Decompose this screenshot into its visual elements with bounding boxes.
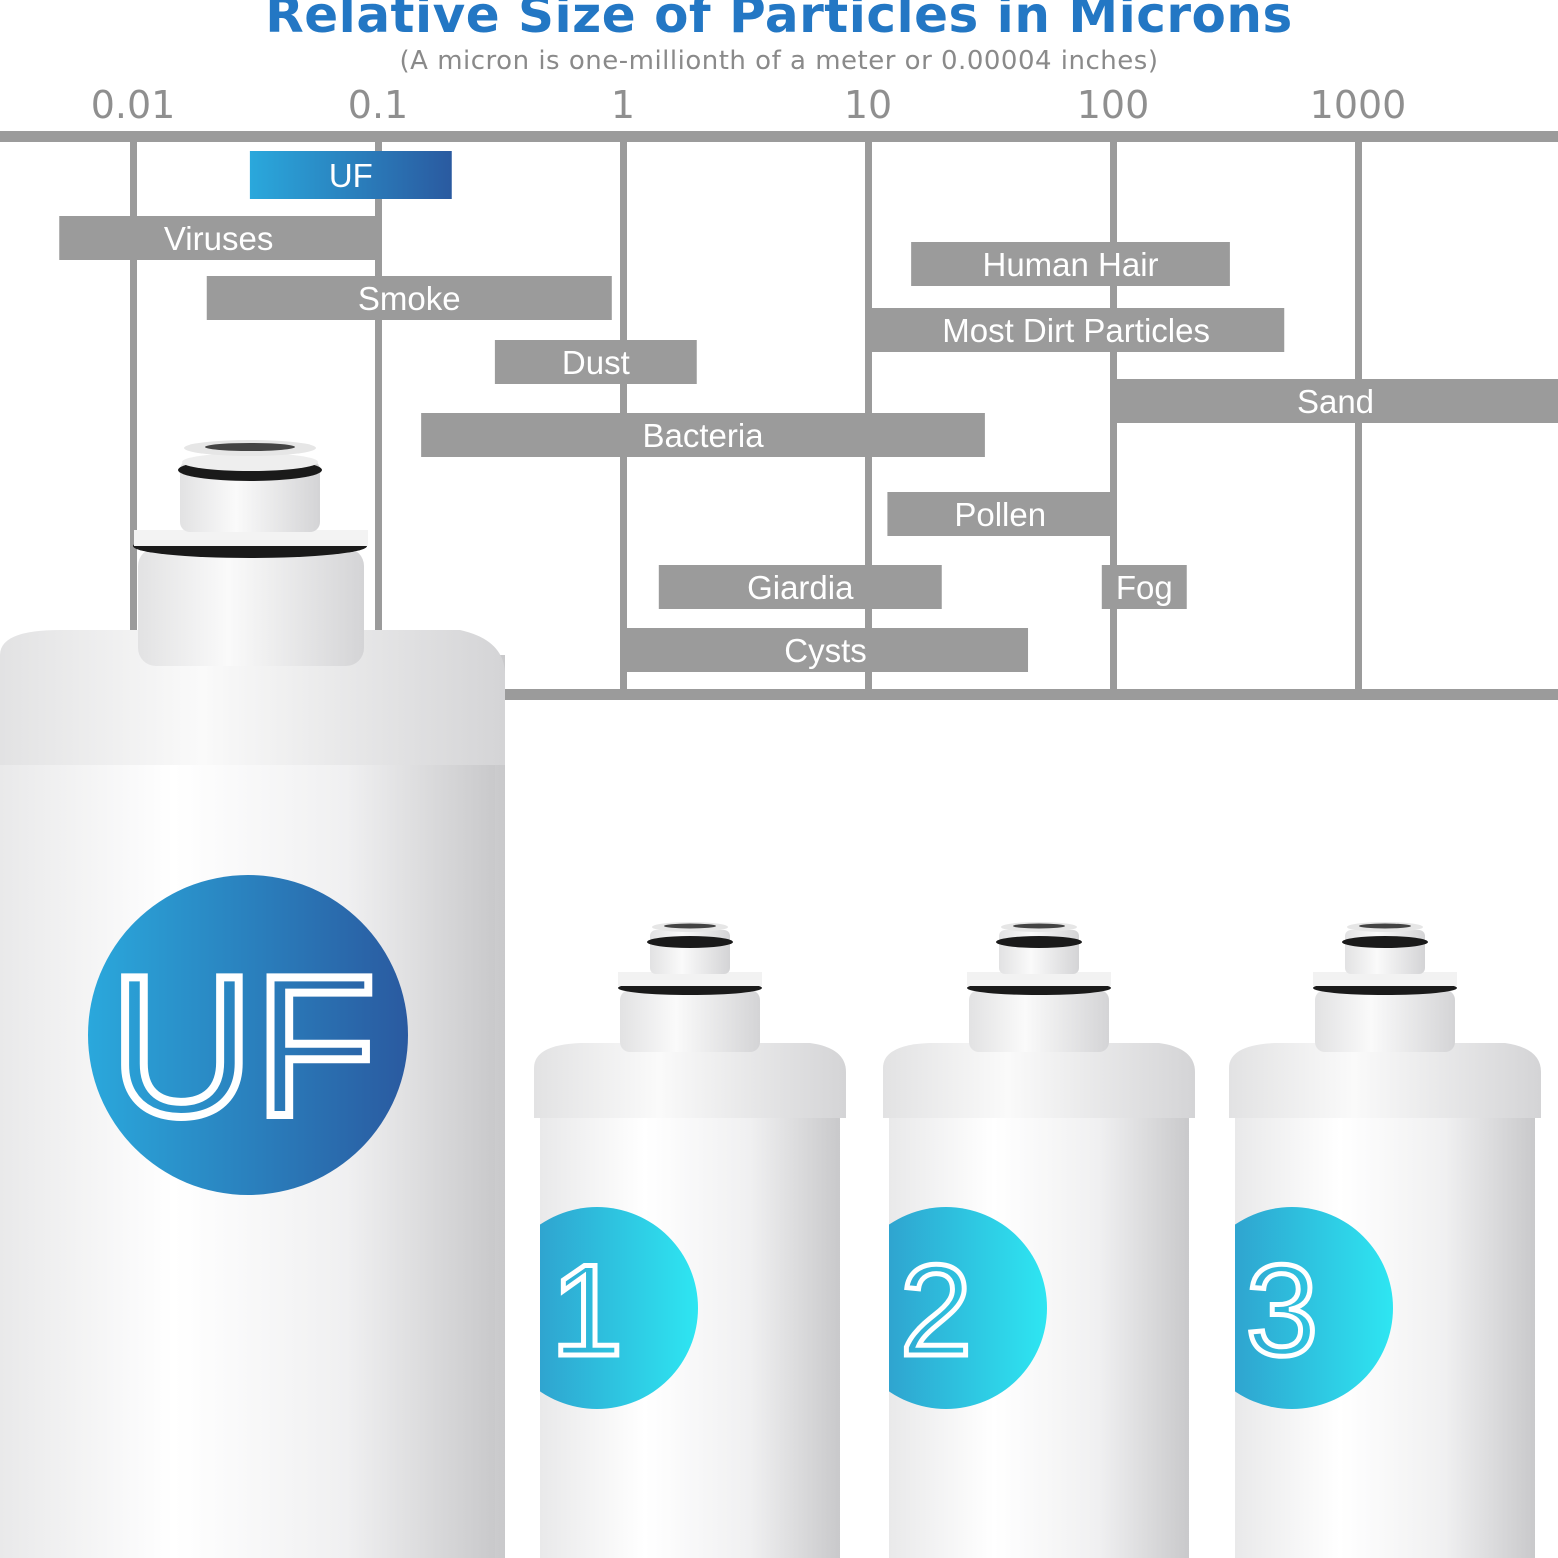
grid-line-1 [375,140,382,692]
bar-sand [1113,379,1558,423]
bar-label-cysts: Cysts [784,632,867,669]
bar-label-giardia: Giardia [747,569,854,606]
grid-line-0 [130,140,137,692]
bar-human-hair [911,242,1230,286]
bar-most-dirt-particles [868,308,1285,352]
bar-label-uf: UF [329,157,373,194]
stage-badge-3 [1235,1207,1393,1409]
stage-cartridge-2: 2 [883,922,1195,1558]
bar-label-human-hair: Human Hair [982,246,1158,283]
bar-pollen [887,492,1113,536]
stage-badge-label-1: 1 [551,1237,623,1383]
tick-label-2: 1 [611,83,635,127]
stage-badge-label-2: 2 [900,1237,972,1383]
stage-badge-label-3: 3 [1246,1237,1318,1383]
page-subtitle: (A micron is one-millionth of a meter or… [399,46,1159,76]
bar-smoke [206,276,612,320]
stage-cartridge-3: 3 [1229,922,1541,1558]
bar-label-bacteria: Bacteria [642,417,764,454]
bar-giardia [658,565,942,609]
grid-bottom-rule [500,689,1558,700]
tick-label-3: 10 [844,83,892,127]
bar-label-fog: Fog [1116,569,1173,606]
tick-label-4: 100 [1077,83,1150,127]
bar-label-smoke: Smoke [358,280,461,317]
bar-cysts [623,628,1029,672]
uf-badge-label: UF [110,935,377,1158]
tick-label-0: 0.01 [91,83,176,127]
bar-label-sand: Sand [1297,383,1374,420]
uf-badge [88,875,408,1195]
page-title: Relative Size of Particles in Microns [265,0,1293,44]
bar-label-most-dirt-particles: Most Dirt Particles [942,312,1210,349]
tick-label-5: 1000 [1310,83,1407,127]
stage-cartridge-1: 1 [534,922,846,1558]
bar-uf [249,151,452,199]
bar-label-dust: Dust [562,344,630,381]
bar-label-pollen: Pollen [954,496,1046,533]
bar-dust [494,340,697,384]
uf-cartridge: UF [0,440,505,1558]
bar-label-viruses: Viruses [164,220,273,257]
stage-cartridges: 1 2 3 [534,922,1541,1558]
stage-badge-2 [889,1207,1047,1409]
chart-tick-labels: 0.01 0.1 1 10 100 1000 [91,83,1407,127]
grid-top-rule [0,131,1558,142]
stage-badge-1 [540,1207,698,1409]
tick-label-1: 0.1 [348,83,408,127]
bar-viruses [59,216,378,260]
bar-bacteria [421,413,985,457]
bar-fog [1101,565,1187,609]
